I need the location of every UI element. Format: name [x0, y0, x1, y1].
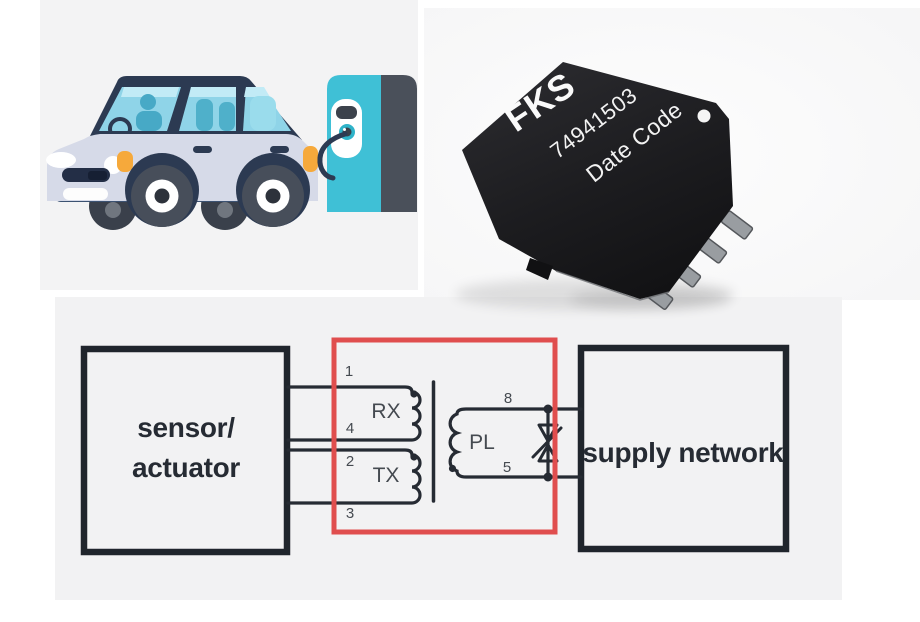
middle-window-streak: [189, 87, 236, 97]
charge-point-screen: [336, 106, 357, 119]
pin-label-2: 2: [346, 453, 354, 470]
sensor-actuator-label-line1: sensor/: [137, 412, 235, 443]
pin-label-1: 1: [345, 363, 353, 380]
grille-inner: [88, 171, 107, 180]
transformer-photo: FKS 74941503 Date Code: [455, 62, 754, 310]
rear-hub: [265, 188, 281, 204]
station-side-panel: [381, 75, 417, 212]
rx-polarity-dot: [410, 390, 418, 398]
charging-cable: [317, 131, 348, 181]
supply-network-box: [577, 344, 790, 553]
front-marker-orange: [117, 151, 133, 172]
tx-polarity-dot: [410, 453, 418, 461]
component-body: [462, 62, 733, 299]
pl-winding: [448, 407, 583, 479]
seat-silhouette: [196, 99, 213, 131]
front-bumper: [63, 188, 108, 200]
sensor-actuator-label-line2: actuator: [132, 452, 240, 483]
rear-seat: [250, 96, 276, 131]
rx-label: RX: [371, 400, 400, 423]
seat-silhouette-2: [219, 102, 235, 131]
component-edge-highlight: [555, 270, 670, 301]
car-illustration: [46, 76, 318, 230]
charge-port-marker: [303, 146, 318, 172]
pl-label: PL: [469, 431, 495, 454]
pl-polarity-dot: [448, 464, 457, 473]
driver-silhouette: [140, 94, 156, 110]
junction-dot-bottom: [543, 472, 553, 482]
driver-body: [136, 111, 162, 131]
connector-highlight: [343, 128, 346, 131]
charging-station: [327, 75, 417, 212]
tx-label: TX: [373, 464, 400, 487]
supply-network-label: supply network: [582, 437, 784, 468]
far-front-hub: [105, 202, 121, 218]
pin-label-5: 5: [503, 459, 511, 476]
pin-label-8: 8: [504, 390, 512, 407]
front-hub: [154, 188, 170, 204]
far-rear-hub: [217, 202, 233, 218]
rear-window-streak: [244, 87, 270, 97]
door-handle-rear: [270, 146, 289, 153]
headlight: [46, 152, 76, 168]
component-tab: [526, 258, 553, 280]
windshield-streak: [121, 87, 179, 97]
pin-label-4: 4: [346, 420, 354, 437]
pin-label-3: 3: [346, 505, 354, 522]
door-handle-front: [193, 146, 212, 153]
pin-1-marker-dot: [697, 109, 711, 123]
circuit-diagram: sensor/ actuator supply network RX TX PL…: [80, 337, 790, 556]
highlight-rect: [331, 337, 558, 535]
junction-dot-top: [543, 404, 553, 414]
